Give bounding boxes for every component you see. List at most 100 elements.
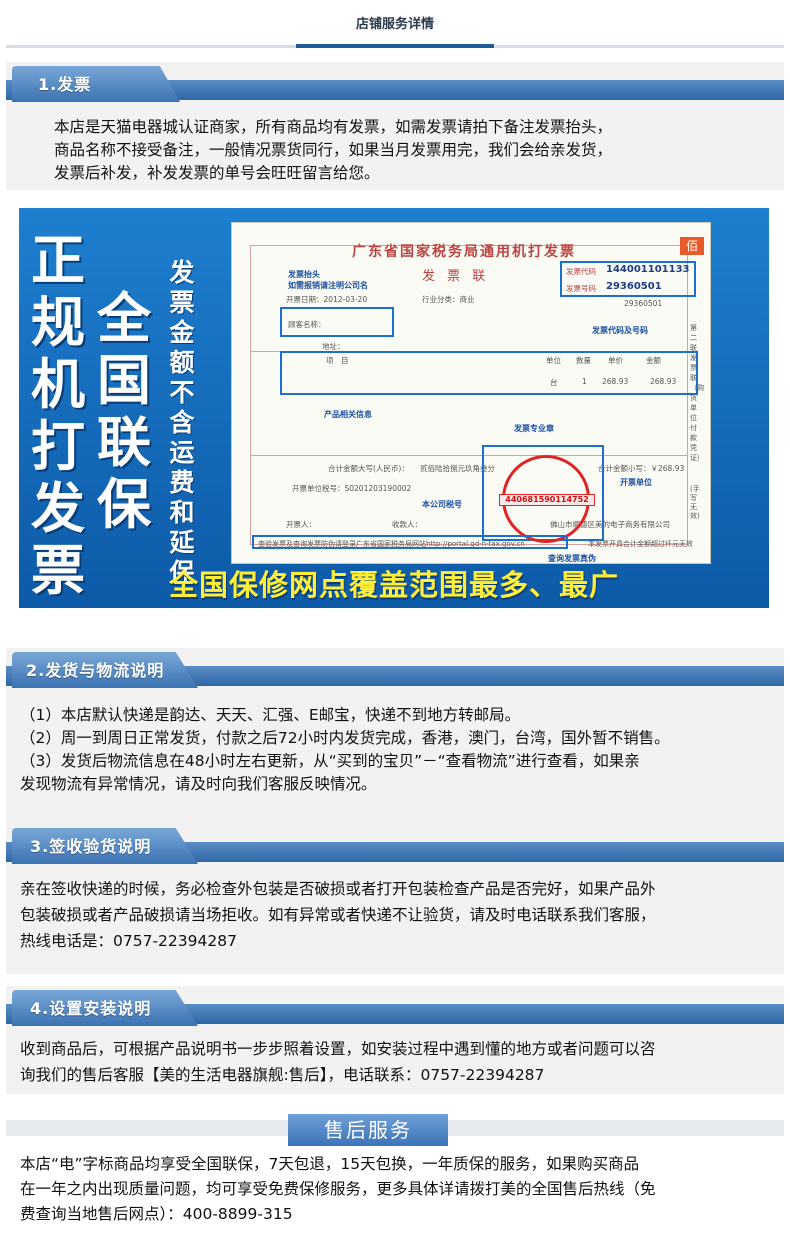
invoice-rule — [250, 455, 688, 456]
text-line: 包装破损或者产品破损请当场拒收。如有异常或者快递不让验货，请及时电话联系我们客服… — [20, 906, 656, 924]
note-char: 额 — [169, 348, 195, 377]
invoice-subtitle: 发 票 联 — [422, 269, 490, 284]
section-body: 亲在签收快递的时候，务必检查外包装是否破损或者打开包装检查产品是否完好，如果产品… — [20, 876, 776, 954]
invoice-sample: 广东省国家税务局通用机打发票 发 票 联 佰 发票代码 144001101133… — [231, 222, 711, 564]
note-char: 不 — [169, 378, 195, 407]
section-invoice: 1.发票 本店是天猫电器城认证商家，所有商品均有发票，如需发票请拍下备注发票抬头… — [6, 62, 784, 190]
section-body: 收到商品后，可根据产品说明书一步步照着设置，如安装过程中遇到懂的地方或者问题可以… — [20, 1036, 776, 1088]
invoice-frame — [250, 245, 688, 545]
page-title: 店铺服务详情 — [296, 10, 494, 48]
section-header-bar — [6, 842, 784, 862]
col-qty: 数量 — [576, 356, 591, 365]
note-char: 延 — [169, 528, 195, 557]
handwrite-note: (手写无效) — [690, 485, 700, 520]
col-unit: 单位 — [546, 356, 561, 365]
slogan-char: 打 — [31, 415, 85, 478]
note-char: 和 — [169, 498, 195, 527]
note-char: 含 — [169, 408, 195, 437]
section-header: 2.发货与物流说明 — [6, 652, 784, 692]
number-value: 29360501 — [606, 281, 662, 292]
slogan-column-note: 发 票 金 额 不 含 运 费 和 延 保 — [167, 258, 197, 588]
section-header: 4.设置安装说明 — [6, 990, 784, 1030]
slogan-column-regular-invoice: 正 规 机 打 发 票 — [25, 230, 91, 602]
section-body: （1）本店默认快递是韵达、天天、汇强、E邮宝，快递不到地方转邮局。 （2）周一到… — [20, 704, 776, 796]
invoice-title: 广东省国家税务局通用机打发票 — [352, 244, 576, 260]
number-label: 发票号码 — [566, 284, 596, 293]
label-issuing-unit: 开票单位 — [620, 478, 652, 487]
note-char: 保 — [169, 558, 195, 587]
warranty-slogan: 全国保修网点覆盖范围最多、最广 — [168, 568, 619, 602]
label-invoice-header-note: 如需报销请注明公司名 — [288, 281, 368, 290]
invoice-seal-stamp: 440681590114752 — [499, 455, 595, 543]
text-line: 本店是天猫电器城认证商家，所有商品均有发票，如需发票请拍下备注发票抬头， — [54, 118, 613, 136]
text-line: 发现物流有异常情况，请及时向我们客服反映情况。 — [20, 775, 377, 793]
slogan-char: 发 — [31, 477, 85, 540]
note-char: 发 — [169, 258, 195, 287]
label-invoice-header: 发票抬头 — [288, 270, 320, 279]
section-header-bar — [6, 666, 784, 686]
section-after-sales: 售后服务 本店“电”字标商品均享受全国联保，7天包退，15天包换，一年质保的服务… — [6, 1108, 784, 1236]
invoice-payer-box — [280, 307, 394, 337]
invoice-banner: 正 规 机 打 发 票 全 国 联 保 发 票 金 额 不 含 运 费 和 延 … — [19, 208, 769, 608]
code-value: 144001101133 — [606, 264, 690, 275]
col-item: 项 目 — [326, 356, 349, 365]
row-amount: 268.93 — [650, 377, 677, 386]
label-tax-number: 本公司税号 — [422, 500, 462, 509]
issuing-unit-name: 佛山市顺德区美的电子商务有限公司 — [550, 520, 670, 529]
label-verify: 查询发票真伪 — [548, 554, 596, 563]
slogan-char: 保 — [97, 473, 151, 536]
label-code-and-number: 发票代码及号码 — [592, 326, 648, 335]
note-char: 运 — [169, 438, 195, 467]
page-header: 店铺服务详情 — [0, 0, 790, 52]
text-line: 亲在签收快递的时候，务必检查外包装是否破损或者打开包装检查产品是否完好，如果产品… — [20, 880, 656, 898]
invoice-date: 开票日期：2012-03-20 — [286, 295, 368, 304]
after-sales-heading: 售后服务 — [288, 1114, 448, 1146]
section-receipt: 3.签收验货说明 亲在签收快递的时候，务必检查外包装是否破损或者打开包装检查产品… — [6, 824, 784, 974]
invoice-code-box — [560, 261, 696, 297]
query-box — [252, 535, 568, 549]
section-heading: 2.发货与物流说明 — [12, 652, 198, 688]
text-line: 商品名称不接受备注，一般情况票货同行，如果当月发票用完，我们会给亲发货， — [54, 141, 613, 159]
label-product-info: 产品相关信息 — [324, 410, 372, 419]
invoice-industry: 行业分类：商业 — [422, 295, 475, 304]
section-header-bar — [6, 80, 784, 100]
label-invoice-seal: 发票专业章 — [514, 424, 554, 433]
query-url: 查验发票及查询发票防伪请登录广东省国家税务局网站http://portal.gd… — [258, 540, 525, 548]
note-char: 金 — [169, 318, 195, 347]
text-line: 收到商品后，可根据产品说明书一步步照着设置，如安装过程中遇到懂的地方或者问题可以… — [20, 1040, 656, 1058]
section-shipping: 2.发货与物流说明 （1）本店默认快递是韵达、天天、汇强、E邮宝，快递不到地方转… — [6, 648, 784, 824]
section-header-bar — [6, 1004, 784, 1024]
section-body: 本店“电”字标商品均享受全国联保，7天包退，15天包换，一年质保的服务，如果购买… — [20, 1152, 776, 1227]
text-line: 热线电话是：0757-22394287 — [20, 932, 237, 950]
text-line: 费查询当地售后网点）：400-8899-315 — [20, 1205, 293, 1223]
section-heading: 1.发票 — [12, 66, 180, 102]
slogan-char: 联 — [97, 411, 151, 474]
invoice-side-text: 第二联 发票联（购货单位付款凭证） — [690, 324, 704, 462]
code-label: 发票代码 — [566, 267, 596, 276]
section-body: 本店是天猫电器城认证商家，所有商品均有发票，如需发票请拍下备注发票抬头， 商品名… — [54, 116, 774, 185]
col-price: 单价 — [608, 356, 623, 365]
text-line: 发票后补发，补发发票的单号会旺旺留言给您。 — [54, 164, 380, 182]
row-qty: 1 — [582, 377, 587, 386]
section-header: 3.签收验货说明 — [6, 828, 784, 868]
text-line: 本店“电”字标商品均享受全国联保，7天包退，15天包换，一年质保的服务，如果购买… — [20, 1155, 640, 1173]
invoice-corner-mark: 佰 — [680, 237, 704, 255]
slogan-char: 国 — [97, 349, 151, 412]
text-line: （3）发货后物流信息在48小时左右更新，从“买到的宝贝”－“查看物流”进行查看，… — [20, 752, 640, 770]
issuer-label: 开票人： — [286, 520, 316, 529]
section-heading: 4.设置安装说明 — [12, 990, 198, 1026]
total-words: 贰佰陆拾捌元玖角叁分 — [420, 464, 495, 473]
number-small: 29360501 — [624, 299, 663, 308]
payer-label: 顾客名称： — [288, 320, 326, 329]
section-header: 1.发票 — [6, 66, 784, 106]
slogan-char: 机 — [31, 353, 85, 416]
invoice-items-box — [280, 351, 698, 395]
col-amount: 金额 — [646, 356, 661, 365]
address-label: 地址： — [322, 342, 345, 351]
row-price: 268.93 — [602, 377, 629, 386]
invalid-note: 本发票开具合计金额超过仟元无效 — [588, 540, 693, 548]
text-line: （1）本店默认快递是韵达、天天、汇强、E邮宝，快递不到地方转邮局。 — [20, 706, 521, 724]
slogan-char: 全 — [97, 287, 151, 350]
row-unit: 台 — [550, 378, 558, 387]
seal-number: 440681590114752 — [499, 494, 595, 506]
